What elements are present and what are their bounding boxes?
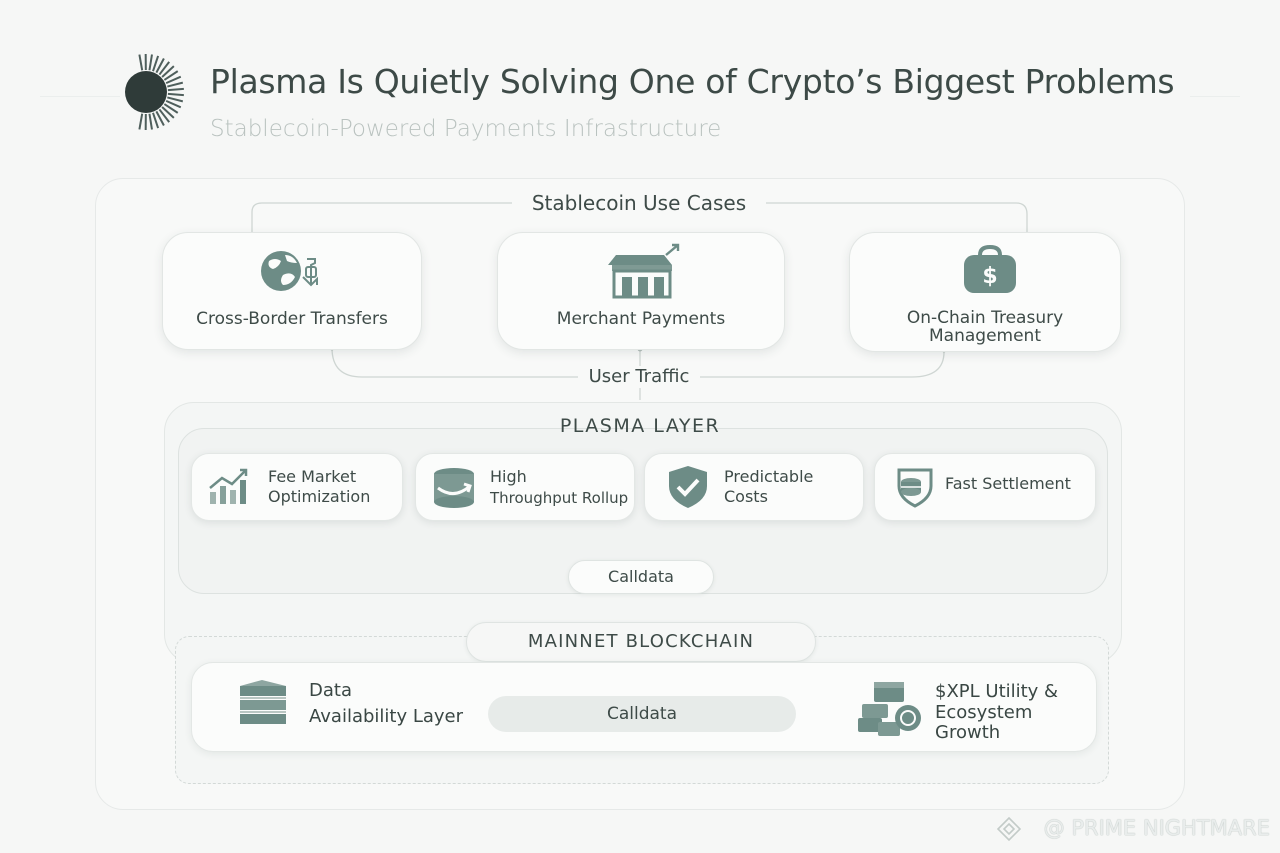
xpl-line2: Ecosystem	[935, 702, 1033, 723]
bar-chart-icon	[209, 468, 248, 504]
use-cases-heading: Stablecoin Use Cases	[512, 191, 766, 215]
feature-label-line1: Fee Market	[268, 467, 357, 486]
coins-icon	[858, 682, 921, 736]
feature-card-fast-settlement[interactable]: Fast Settlement	[874, 453, 1096, 521]
header-rule-right	[1190, 96, 1240, 97]
database-icon	[434, 468, 474, 508]
user-traffic-label: User Traffic	[588, 366, 690, 387]
shield-coins-icon	[897, 468, 933, 508]
use-case-card-merchant[interactable]: Merchant Payments	[497, 232, 785, 350]
plasma-layer-heading: PLASMA LAYER	[559, 415, 721, 437]
stack-icon	[240, 680, 286, 724]
feature-label-line2: Optimization	[268, 487, 371, 506]
money-bag-icon: $	[964, 245, 1016, 293]
feature-label: Fast Settlement	[945, 474, 1071, 493]
feature-label-line2: Throughput Rollup	[490, 489, 629, 507]
feature-label-line1: High	[490, 467, 527, 486]
shield-check-icon	[669, 466, 707, 508]
xpl-line1: $XPL Utility &	[935, 681, 1059, 702]
storefront-icon	[608, 243, 680, 299]
globe-icon	[261, 251, 318, 291]
use-case-label: Merchant Payments	[556, 309, 726, 329]
xpl-line3: Growth	[935, 722, 1001, 743]
calldata-pill-plasma[interactable]: Calldata	[568, 560, 714, 594]
page-title: Plasma Is Quietly Solving One of Crypto’…	[210, 62, 1175, 101]
page-subtitle: Stablecoin-Powered Payments Infrastructu…	[210, 116, 722, 142]
use-case-card-cross-border[interactable]: Cross-Border Transfers	[162, 232, 422, 350]
data-layer-line1: Data	[309, 680, 352, 701]
data-layer-line2: Availability Layer	[309, 706, 464, 727]
feature-card-throughput[interactable]: High Throughput Rollup	[415, 453, 635, 521]
use-case-label: Cross-Border Transfers	[196, 309, 388, 329]
use-case-card-treasury[interactable]: $ On-Chain Treasury Management	[849, 232, 1121, 352]
use-case-label-line1: On-Chain Treasury	[906, 308, 1064, 328]
watermark: @ PRIME NIGHTMARE	[1043, 816, 1270, 840]
svg-text:$: $	[982, 264, 997, 289]
feature-card-predictable-costs[interactable]: Predictable Costs	[644, 453, 864, 521]
plasma-logo-icon	[125, 53, 184, 131]
binance-diamond-icon	[996, 816, 1022, 842]
feature-label-line2: Costs	[724, 487, 768, 506]
use-case-label-line2: Management	[929, 326, 1041, 346]
feature-label-line1: Predictable	[724, 467, 814, 486]
feature-card-fee-market[interactable]: Fee Market Optimization	[191, 453, 403, 521]
mainnet-heading: MAINNET BLOCKCHAIN	[466, 622, 816, 662]
header-rule-left	[40, 96, 120, 97]
calldata-pill-mainnet[interactable]: Calldata	[488, 696, 796, 732]
